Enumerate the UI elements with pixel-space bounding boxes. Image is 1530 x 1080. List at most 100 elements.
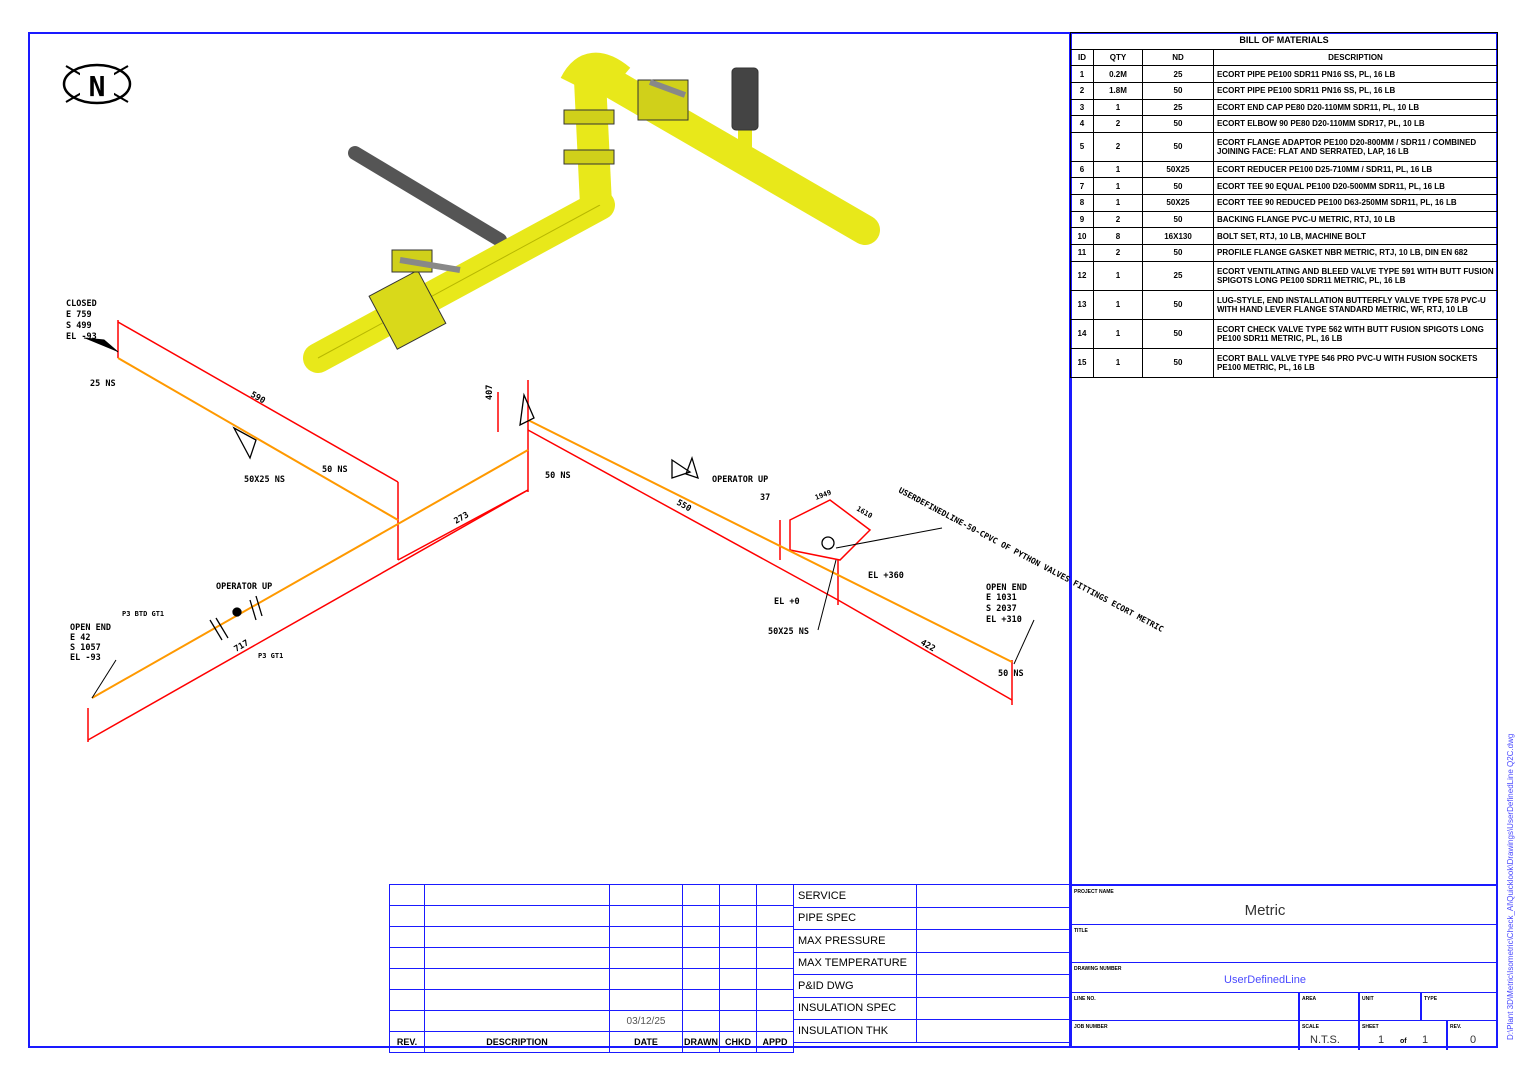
bom-cell: 11 [1070,243,1094,262]
bom-cell: 6 [1070,160,1094,179]
bom-cell: BOLT SET, RTJ, 10 LB, MACHINE BOLT [1213,227,1498,245]
bom-cell: ECORT ELBOW 90 PE80 D20-110MM SDR17, PL,… [1213,115,1498,133]
open-end-left-l3: S 1057 [70,643,101,653]
bom-cell: 7 [1070,177,1094,196]
drawn-header: DRAWN [682,1031,720,1053]
el-0-label: EL +0 [774,597,800,607]
unit-label: UNIT [1362,996,1374,1002]
bom-cell: ECORT REDUCER PE100 D25-710MM / SDR11, P… [1213,160,1498,179]
line-no-label: LINE NO. [1074,996,1096,1002]
chkd-header: CHKD [719,1031,757,1053]
bom-cell: 2 [1093,210,1143,229]
bom-cell: PROFILE FLANGE GASKET NBR METRIC, RTJ, 1… [1213,243,1498,262]
service-label: SERVICE [793,884,917,908]
bom-cell: 9 [1070,210,1094,229]
bom-cell: 1 [1093,289,1143,320]
bom-cell: 50 [1142,131,1214,162]
open-end-right-l4: EL +310 [986,615,1022,625]
bom-cell: 14 [1070,318,1094,349]
bom-cell: 2 [1093,115,1143,133]
open-end-right-l3: S 2037 [986,604,1017,614]
ns5025-label-b: 50X25 NS [768,627,809,637]
bom-cell: 50 [1142,289,1214,320]
bom-cell: 50X25 [1142,194,1214,212]
dimension-lines [87,320,1013,742]
bom-cell: 50 [1142,177,1214,196]
bom-cell: 1 [1070,65,1094,83]
revision-block: 03/12/25 REV. DESCRIPTION DATE DRAWN CHK… [389,884,794,1053]
area-label: AREA [1302,996,1317,1002]
bom-cell: ECORT FLANGE ADAPTOR PE100 D20-800MM / S… [1213,131,1498,162]
bom-cell: 1 [1093,260,1143,291]
ns25-label: 25 NS [90,379,116,389]
file-path-text: D:\Plant 3D\Metric\Isometric\Check_Al\Qu… [1506,733,1515,1040]
bom-cell: ECORT PIPE PE100 SDR11 PN16 SS, PL, 16 L… [1213,65,1498,83]
scale-label: SCALE [1302,1024,1319,1030]
open-end-right-l2: E 1031 [986,593,1017,603]
bom-cell: 3 [1070,98,1094,117]
open-end-right-l1: OPEN END [986,583,1027,593]
bom-header-qty: QTY [1093,48,1143,67]
sheet-total: 1 [1422,1034,1429,1046]
bom-cell: 10 [1070,227,1094,245]
bom-cell: 16X130 [1142,227,1214,245]
operator-up-1: OPERATOR UP [216,582,272,592]
dim-407: 407 [485,385,495,400]
rev-value: 0 [1470,1034,1477,1046]
pid-dwg-label: P&ID DWG [793,974,917,998]
bom-cell: ECORT VENTILATING AND BLEED VALVE TYPE 5… [1213,260,1498,291]
bom-cell: 1 [1093,194,1143,212]
dim-1610: 1610 [855,505,874,520]
sheet-label: SHEET [1362,1024,1379,1030]
sheet-value: 1 [1378,1034,1385,1046]
sheet-of: of [1400,1038,1407,1045]
appd-header: APPD [756,1031,794,1053]
ref-label-1: P3 BTD GT1 [122,610,164,618]
insulation-thk-label: INSULATION THK [793,1019,917,1043]
ns5025-label-a: 50X25 NS [244,475,285,485]
closed-l2: E 759 [66,310,92,320]
open-end-left-l1: OPEN END [70,623,111,633]
bom-cell: 1 [1093,160,1143,179]
bom-cell: 25 [1142,98,1214,117]
ns50-label-a: 50 NS [322,465,348,475]
date-header: DATE [609,1031,683,1053]
bom-cell: 50 [1142,347,1214,379]
bom-cell: ECORT CHECK VALVE TYPE 562 WITH BUTT FUS… [1213,318,1498,349]
title-block: PROJECT NAME Metric TITLE DRAWING NUMBER… [1070,884,1498,1050]
dim-717: 717 [233,638,251,654]
revision-date: 03/12/25 [609,1010,683,1032]
title-label: TITLE [1074,928,1088,934]
frame-divider [1069,32,1072,1048]
bom-cell: 50 [1142,81,1214,100]
dim-422: 422 [919,638,937,654]
slope-note: USERDEFINEDLINE-50-CPVC OF PYTHON VALVES… [897,486,1165,634]
pipe-centerlines [91,357,1013,699]
bom-cell: ECORT PIPE PE100 SDR11 PN16 SS, PL, 16 L… [1213,81,1498,100]
bom-cell: 8 [1093,227,1143,245]
bom-cell: ECORT END CAP PE80 D20-110MM SDR11, PL, … [1213,98,1498,117]
rev-label: REV. [1450,1024,1462,1030]
bom-cell: 1 [1093,318,1143,349]
bom-cell: 12 [1070,260,1094,291]
dim-590: 590 [249,390,267,406]
project-name: Metric [1244,902,1286,919]
bom-cell: 13 [1070,289,1094,320]
pipe-3d-model [303,52,880,373]
drawing-number-label: DRAWING NUMBER [1074,966,1122,972]
scale-value: N.T.S. [1310,1034,1340,1046]
rev-header: REV. [389,1031,425,1053]
bom-cell: 25 [1142,260,1214,291]
leader-lines [83,337,1035,699]
bill-of-materials: BILL OF MATERIALS ID QTY ND DESCRIPTION … [1070,32,1498,379]
ns50-label-b: 50 NS [545,471,571,481]
north-label: N [89,70,106,103]
bom-cell: 2 [1093,243,1143,262]
